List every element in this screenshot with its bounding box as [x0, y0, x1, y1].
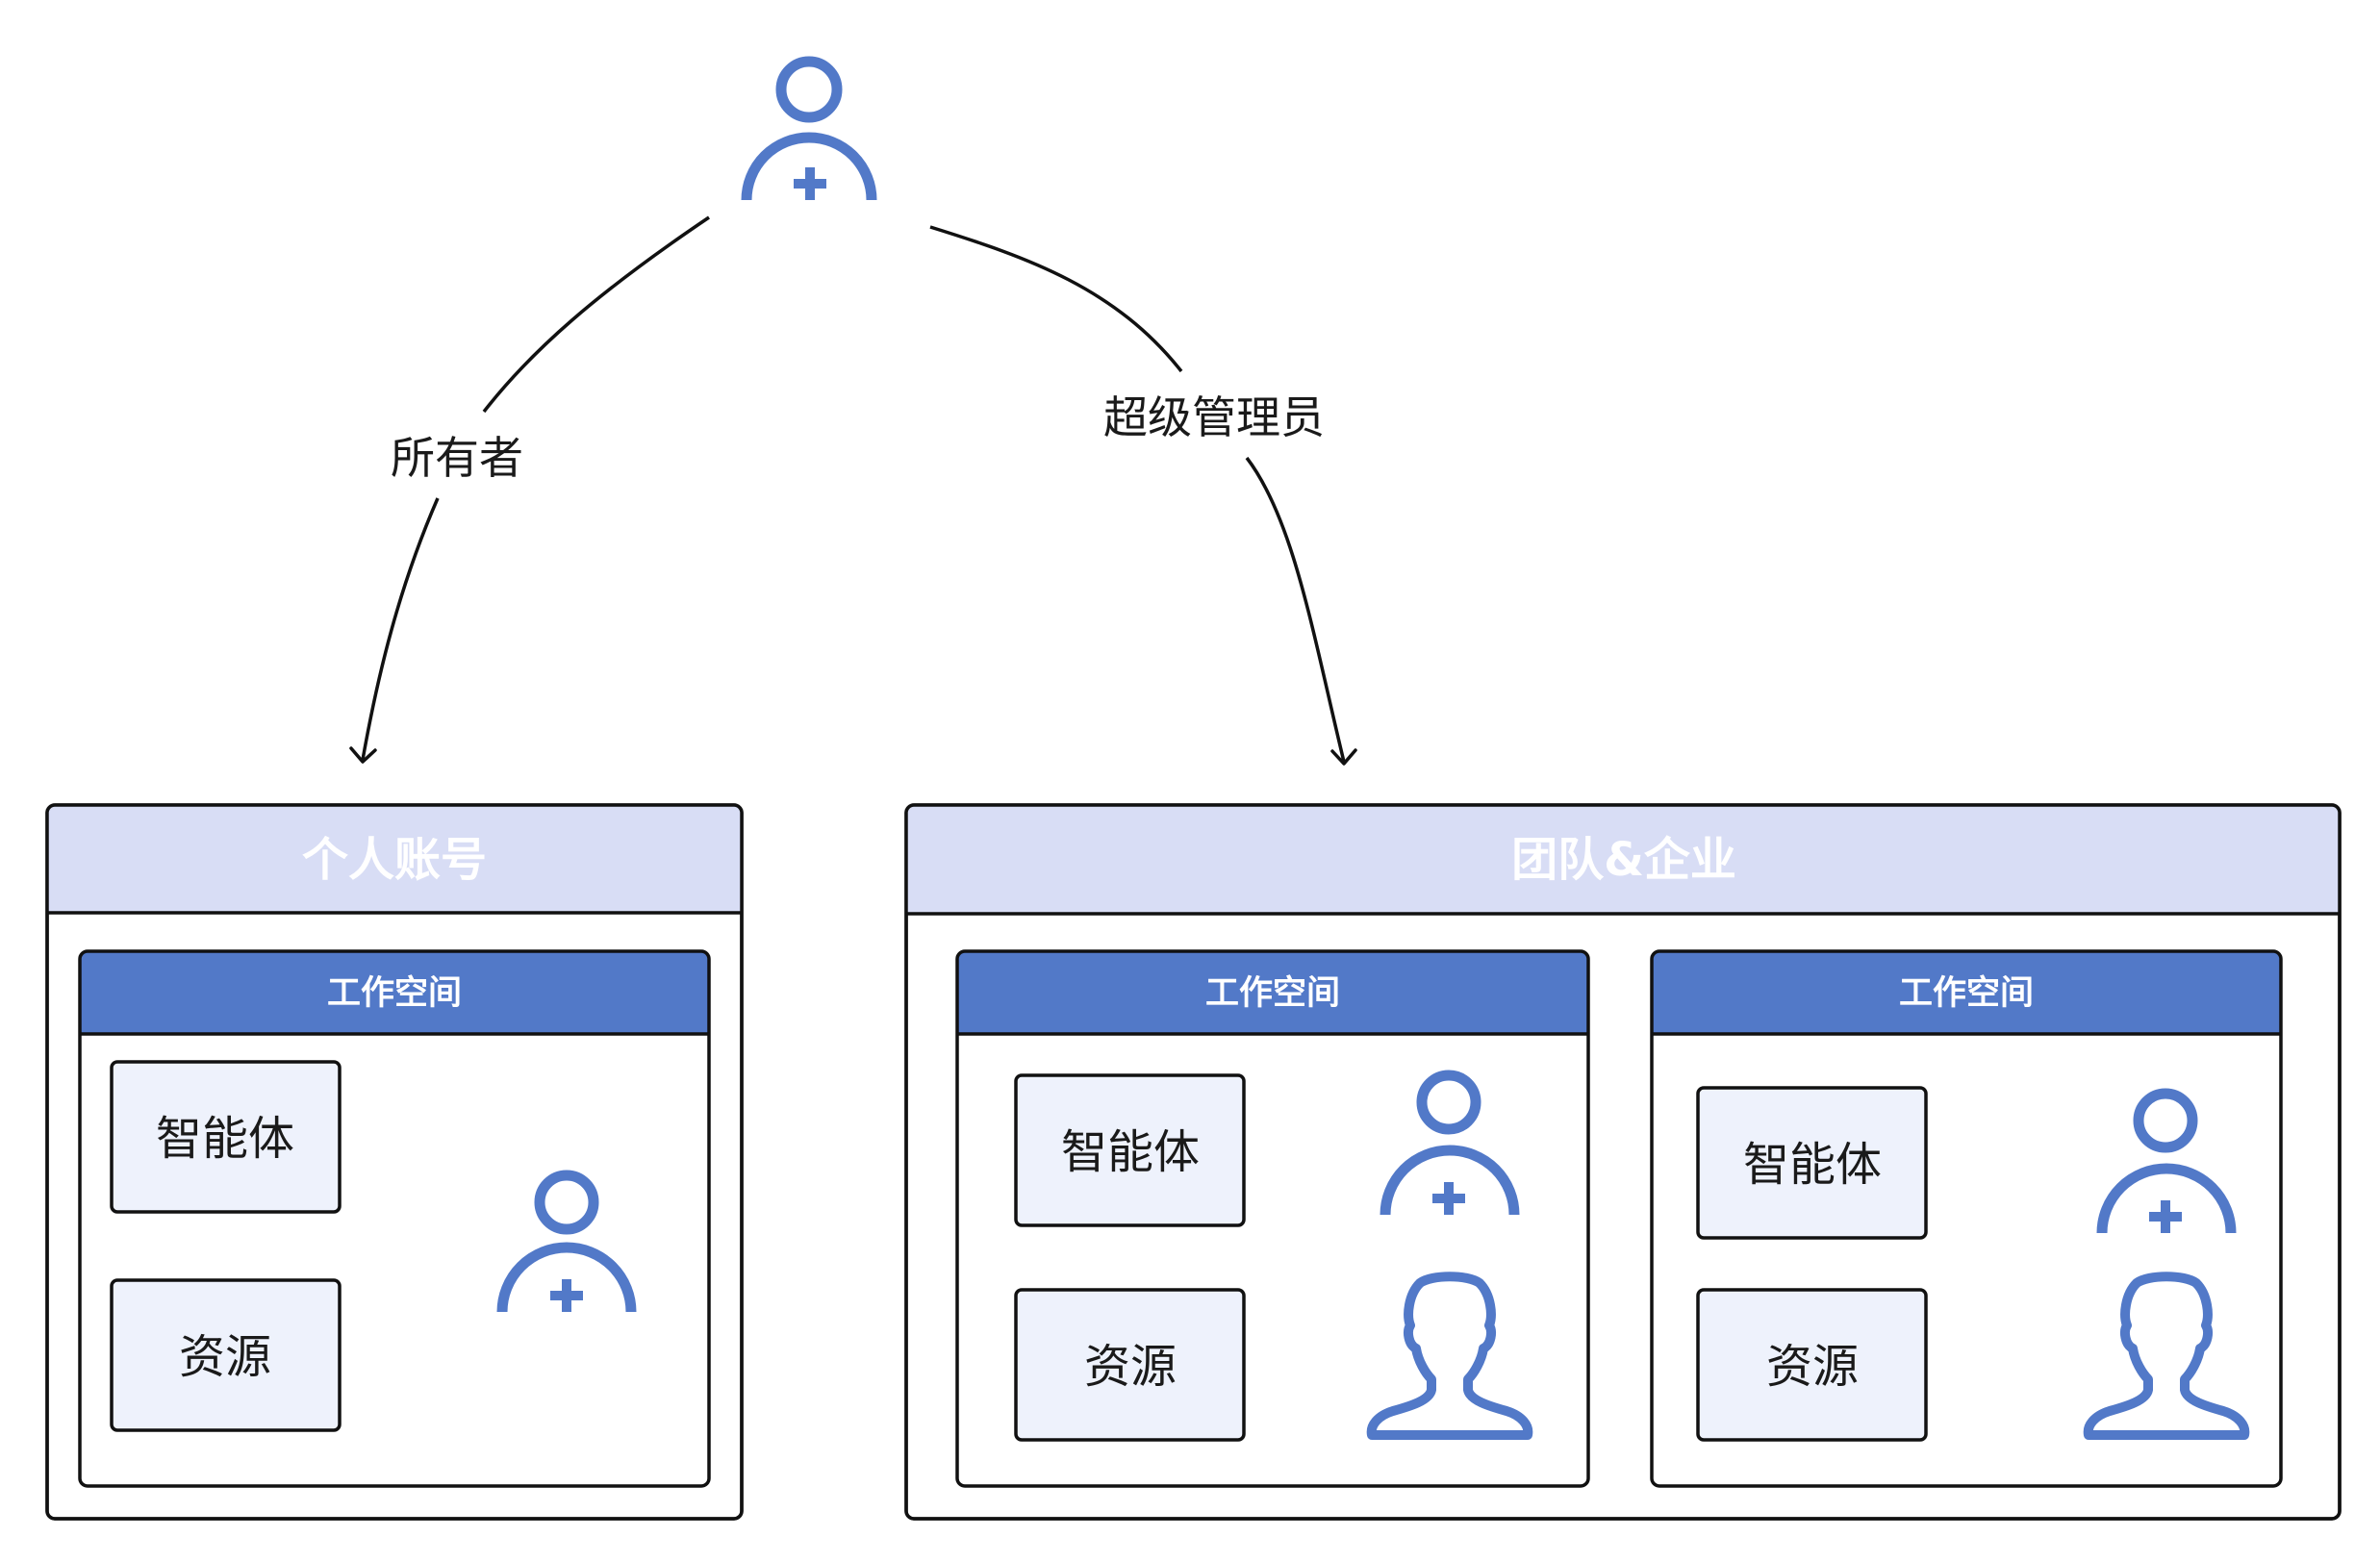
workspace-personal: 工作空间 智能体 资源: [78, 949, 711, 1488]
resource-box: 资源: [1696, 1288, 1928, 1442]
edge-superadmin: 超级管理员: [929, 225, 1357, 766]
team-enterprise-container: 团队&企业 工作空间 智能体 资源: [904, 803, 2342, 1521]
resource-label: 资源: [1084, 1340, 1177, 1394]
resource-box: 资源: [110, 1278, 342, 1432]
admin-user-plus-icon: [2096, 1088, 2237, 1234]
team-enterprise-title: 团队&企业: [1511, 833, 1736, 887]
member-user-icon: [1366, 1272, 1533, 1440]
resource-label: 资源: [179, 1330, 271, 1384]
member-user-icon: [2083, 1272, 2250, 1440]
personal-account-container: 个人账号 工作空间 智能体 资源: [45, 803, 744, 1521]
agent-label: 智能体: [156, 1112, 294, 1166]
agent-label: 智能体: [1061, 1125, 1200, 1179]
admin-user-plus-icon: [1380, 1070, 1520, 1216]
resource-box: 资源: [1014, 1288, 1246, 1442]
agent-box: 智能体: [1014, 1073, 1246, 1227]
edge-owner: 所有者: [349, 215, 710, 764]
agent-box: 智能体: [1696, 1086, 1928, 1240]
workspace-team-a: 工作空间 智能体 资源: [955, 949, 1590, 1488]
workspace-title: 工作空间: [327, 974, 462, 1013]
top-user-plus-icon: [741, 56, 877, 201]
agent-box: 智能体: [110, 1060, 342, 1214]
edge-label-owner: 所有者: [391, 432, 523, 484]
owner-user-plus-icon: [496, 1170, 637, 1313]
workspace-title: 工作空间: [1205, 974, 1340, 1013]
workspace-title: 工作空间: [1899, 974, 2034, 1013]
edge-label-superadmin: 超级管理员: [1103, 391, 1325, 443]
resource-label: 资源: [1766, 1340, 1859, 1394]
personal-account-title: 个人账号: [302, 833, 487, 887]
agent-label: 智能体: [1743, 1138, 1882, 1192]
workspace-team-b: 工作空间 智能体 资源: [1650, 949, 2283, 1488]
